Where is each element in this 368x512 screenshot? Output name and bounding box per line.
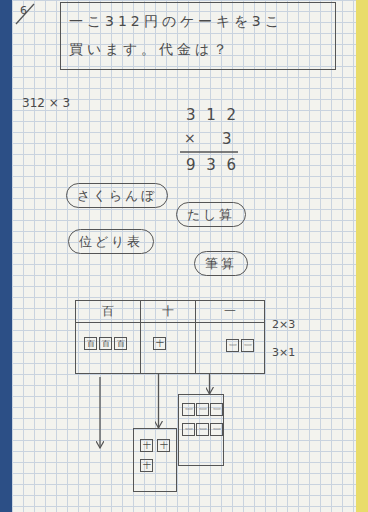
column-header: 百 (76, 301, 140, 323)
node-text: 一こ312円のケーキを3こ 買います。代金は？ (69, 7, 327, 63)
result-box: 一一一一一一 (178, 394, 224, 466)
unit-chip: 一 (210, 423, 223, 436)
unit-chip: 百 (84, 337, 97, 350)
chip-char: 一 (242, 340, 253, 351)
note-text: 2×3 (272, 318, 295, 331)
down-arrow (209, 374, 210, 394)
unit-chip: 十 (140, 459, 153, 472)
chip-char: 十 (141, 460, 152, 471)
photo-edge (0, 0, 12, 512)
hundreds-arrow (99, 377, 100, 448)
chip-char: 一 (227, 340, 238, 351)
chip-char: 百 (85, 338, 96, 349)
place-value-column: 百百百百 (75, 300, 141, 374)
down-arrow (158, 374, 159, 428)
chip-char: 十 (141, 440, 152, 451)
chip-char: 一 (211, 404, 222, 415)
date-slash (16, 4, 34, 24)
idea-bubble: たし算 (176, 202, 246, 227)
unit-chip: 一 (241, 339, 254, 352)
note-text: 9 3 6 (186, 156, 239, 174)
unit-chip: 一 (196, 423, 209, 436)
node-text: たし算 (187, 206, 235, 223)
column-header: 十 (141, 301, 195, 323)
unit-chip: 一 (226, 339, 239, 352)
place-value-column: 十十 (140, 300, 196, 374)
note-text: × (184, 130, 196, 146)
idea-bubble: さくらんぼ (66, 183, 168, 208)
chip-char: 百 (115, 338, 126, 349)
note-text: 312 × 3 (22, 96, 70, 110)
node-text: さくらんぼ (77, 187, 157, 204)
chip-char: 一 (183, 404, 194, 415)
node-text: 筆算 (205, 255, 237, 272)
note-text: 6 (20, 4, 27, 17)
problem-box: 一こ312円のケーキを3こ 買います。代金は？ (60, 2, 336, 70)
chip-char: 十 (158, 440, 169, 451)
result-box: 十十十 (133, 428, 177, 492)
unit-chip: 一 (182, 423, 195, 436)
unit-chip: 百 (99, 337, 112, 350)
chip-char: 一 (183, 424, 194, 435)
idea-bubble: 位どり表 (68, 229, 154, 254)
chip-char: 一 (211, 424, 222, 435)
chip-char: 十 (154, 338, 165, 349)
note-text: 3 1 2 (186, 106, 239, 124)
note-text: 3 (222, 130, 232, 148)
idea-bubble: 筆算 (194, 251, 248, 276)
unit-chip: 一 (182, 403, 195, 416)
chip-char: 一 (197, 424, 208, 435)
node-text: 位どり表 (79, 233, 143, 250)
unit-chip: 一 (196, 403, 209, 416)
chip-char: 百 (100, 338, 111, 349)
note-text: 3×1 (272, 346, 295, 359)
sum-line (180, 151, 238, 152)
chip-char: 一 (197, 404, 208, 415)
place-value-column: 一一一 (195, 300, 265, 374)
unit-chip: 一 (210, 403, 223, 416)
column-header: 一 (196, 301, 264, 323)
unit-chip: 百 (114, 337, 127, 350)
unit-chip: 十 (153, 337, 166, 350)
unit-chip: 十 (157, 439, 170, 452)
unit-chip: 十 (140, 439, 153, 452)
